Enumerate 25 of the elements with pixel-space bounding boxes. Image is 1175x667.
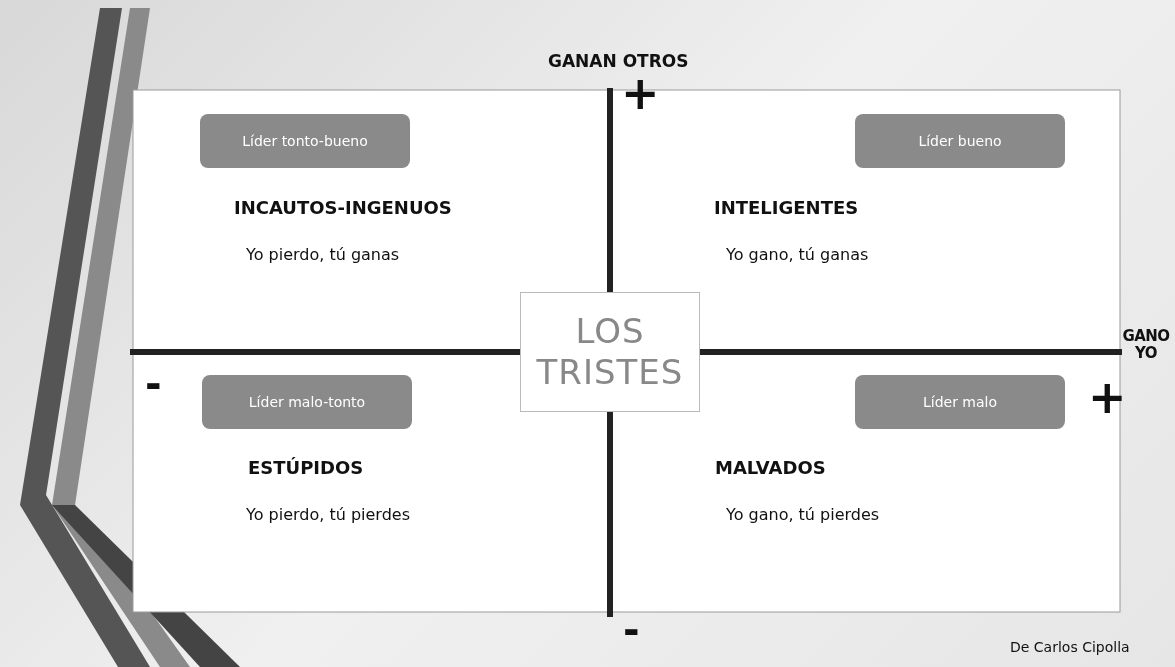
plus-sign: +	[621, 68, 660, 119]
quadrant-title: INTELIGENTES	[714, 198, 859, 218]
leader-type-box	[200, 114, 410, 168]
box-label: Líder malo	[922, 394, 998, 410]
quadrant-title: INCAUTOS-INGENUOS	[234, 198, 452, 218]
axis-label: GANO YO	[1122, 328, 1170, 361]
quadrant-title: ESTÚPIDOS	[248, 458, 364, 478]
axis-label: GANAN OTROS	[548, 52, 689, 71]
leader-type-box	[855, 114, 1065, 168]
attribution: De Carlos Cipolla	[1010, 640, 1130, 656]
minus-sign: -	[623, 608, 640, 652]
quadrant-description: Yo gano, tú ganas	[726, 246, 869, 264]
center-box	[520, 292, 700, 412]
quadrant-description: Yo pierdo, tú pierdes	[246, 506, 410, 524]
box-label: LOS TRISTES	[535, 311, 685, 393]
plus-sign: +	[1088, 372, 1127, 423]
minus-sign: -	[145, 362, 162, 406]
quadrant-title: MALVADOS	[715, 458, 826, 478]
leader-type-box	[855, 375, 1065, 429]
box-label: Líder malo-tonto	[248, 394, 366, 410]
box-label: Líder bueno	[918, 133, 1002, 149]
box-label: Líder tonto-bueno	[242, 133, 368, 149]
quadrant-description: Yo gano, tú pierdes	[726, 506, 880, 524]
quadrant-description: Yo pierdo, tú ganas	[246, 246, 400, 264]
leader-type-box	[202, 375, 412, 429]
